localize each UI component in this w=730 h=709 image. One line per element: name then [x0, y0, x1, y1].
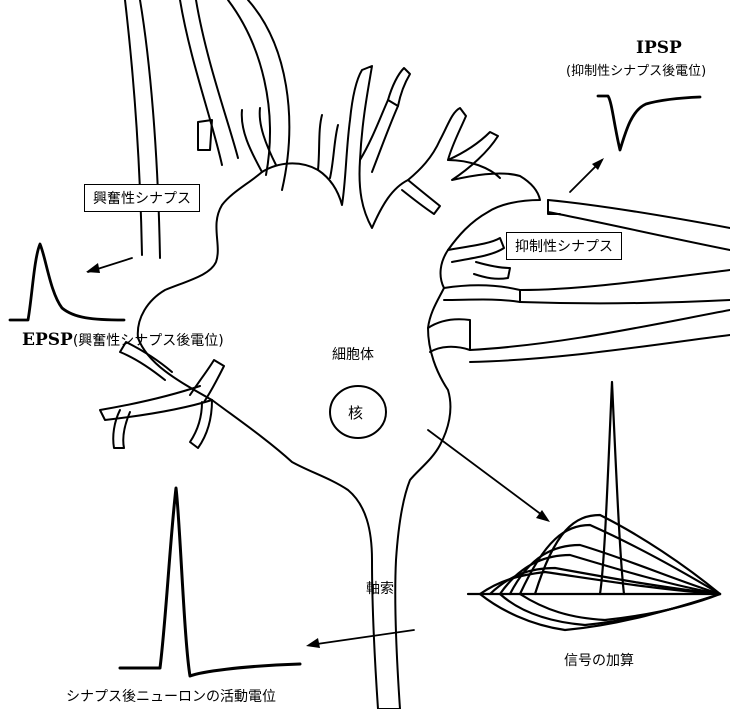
ipsp-trace — [598, 96, 700, 150]
presynaptic-axon — [125, 0, 142, 255]
presynaptic-axon — [520, 270, 730, 290]
inhibitory-synapse-label: 抑制性シナプス — [506, 232, 622, 260]
excitatory-synapse-label: 興奮性シナプス — [84, 184, 200, 212]
nucleus-label: 核 — [348, 402, 363, 423]
dendrite — [318, 115, 322, 170]
action-potential-trace — [120, 488, 300, 676]
dendrite — [113, 410, 130, 448]
epsp-subtitle: (興奮性シナプス後電位) — [73, 333, 224, 349]
epsp-label: EPSP(興奮性シナプス後電位) — [22, 330, 224, 350]
dendrite — [242, 110, 262, 172]
arrow-to-action-potential — [310, 630, 414, 645]
arrowhead-action-potential — [306, 638, 320, 648]
summation-traces — [468, 382, 720, 630]
presynaptic-axon — [470, 335, 730, 362]
dendrite — [190, 360, 224, 402]
dendrite — [428, 319, 470, 352]
dendrite — [448, 238, 504, 262]
presynaptic-axon — [470, 310, 730, 350]
dendrite — [190, 400, 212, 448]
epsp-trace — [10, 244, 124, 320]
axon-label: 軸索 — [366, 578, 394, 598]
dendrite — [402, 180, 440, 214]
ipsp-subtitle: (抑制性シナプス後電位) — [566, 60, 706, 79]
presynaptic-axon — [520, 300, 730, 303]
dendrite — [330, 125, 338, 178]
presynaptic-axon — [548, 200, 730, 228]
dendrite — [474, 262, 510, 279]
summation-label: 信号の加算 — [564, 650, 634, 670]
presynaptic-axon — [228, 0, 270, 175]
presynaptic-axon-branch — [196, 0, 238, 158]
ipsp-title: IPSP — [636, 38, 682, 58]
action-potential-label: シナプス後ニューロンの活動電位 — [66, 686, 276, 706]
soma-label: 細胞体 — [332, 344, 374, 364]
presynaptic-axon — [140, 0, 160, 258]
epsp-abbr: EPSP — [22, 330, 73, 350]
dendrite — [444, 285, 520, 302]
dendrite — [388, 68, 410, 106]
synaptic-bouton — [198, 120, 212, 150]
arrow-to-summation — [428, 430, 546, 518]
arrowhead-epsp — [86, 263, 100, 273]
